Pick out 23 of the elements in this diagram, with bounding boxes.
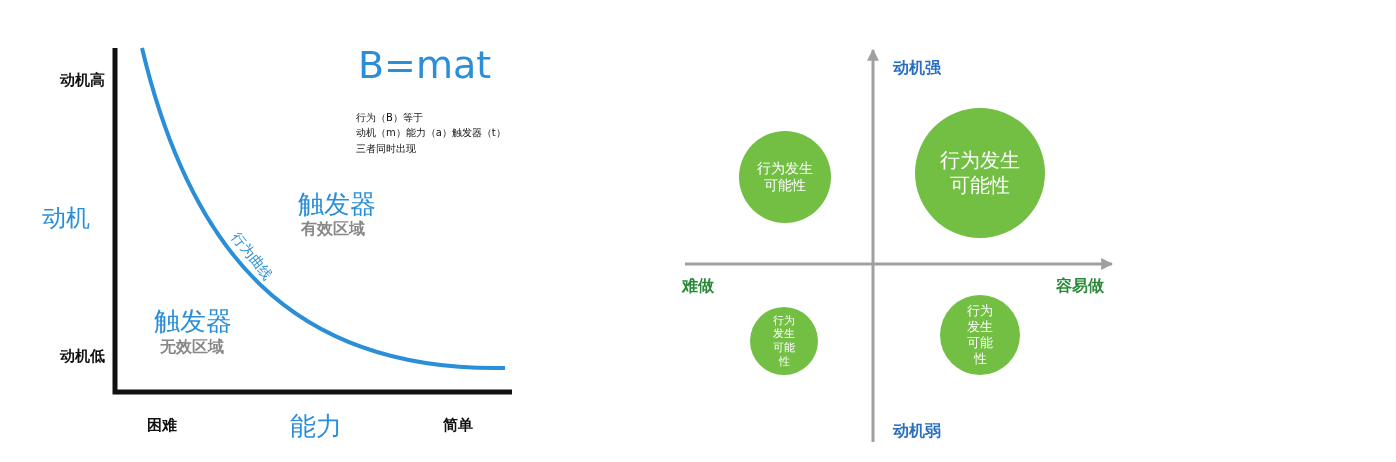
note-text: 动机（m）能力（a）触发器（t） xyxy=(356,126,506,138)
axis-label: 简单 xyxy=(443,416,473,433)
axis-label: 困难 xyxy=(147,416,177,433)
axis-label: 动机高 xyxy=(59,71,105,88)
note-text: 三者同时出现 xyxy=(356,142,416,154)
region-label: 触发器 xyxy=(154,306,232,336)
axis-title: 动机 xyxy=(42,205,90,232)
probability-circle: 行为发生可能性 xyxy=(940,295,1020,375)
region-label: 触发器 xyxy=(298,189,376,219)
axis-title: 能力 xyxy=(290,411,342,441)
region-label: 有效区域 xyxy=(301,220,365,238)
axis-label: 动机强 xyxy=(893,59,941,77)
axis-label: 难做 xyxy=(682,277,714,295)
note-text: 行为（B）等于 xyxy=(356,111,423,123)
probability-circle: 行为发生可能性 xyxy=(739,131,831,223)
axis-label: 容易做 xyxy=(1056,277,1104,295)
axis-label: 动机弱 xyxy=(893,422,941,440)
axis-label: 动机低 xyxy=(59,347,105,364)
formula: B=mat xyxy=(358,45,492,87)
probability-circle: 行为发生可能性 xyxy=(750,307,818,375)
region-label: 无效区域 xyxy=(160,338,224,356)
probability-circle: 行为发生可能性 xyxy=(915,108,1045,238)
curve-label: 行为曲线 xyxy=(228,229,276,283)
